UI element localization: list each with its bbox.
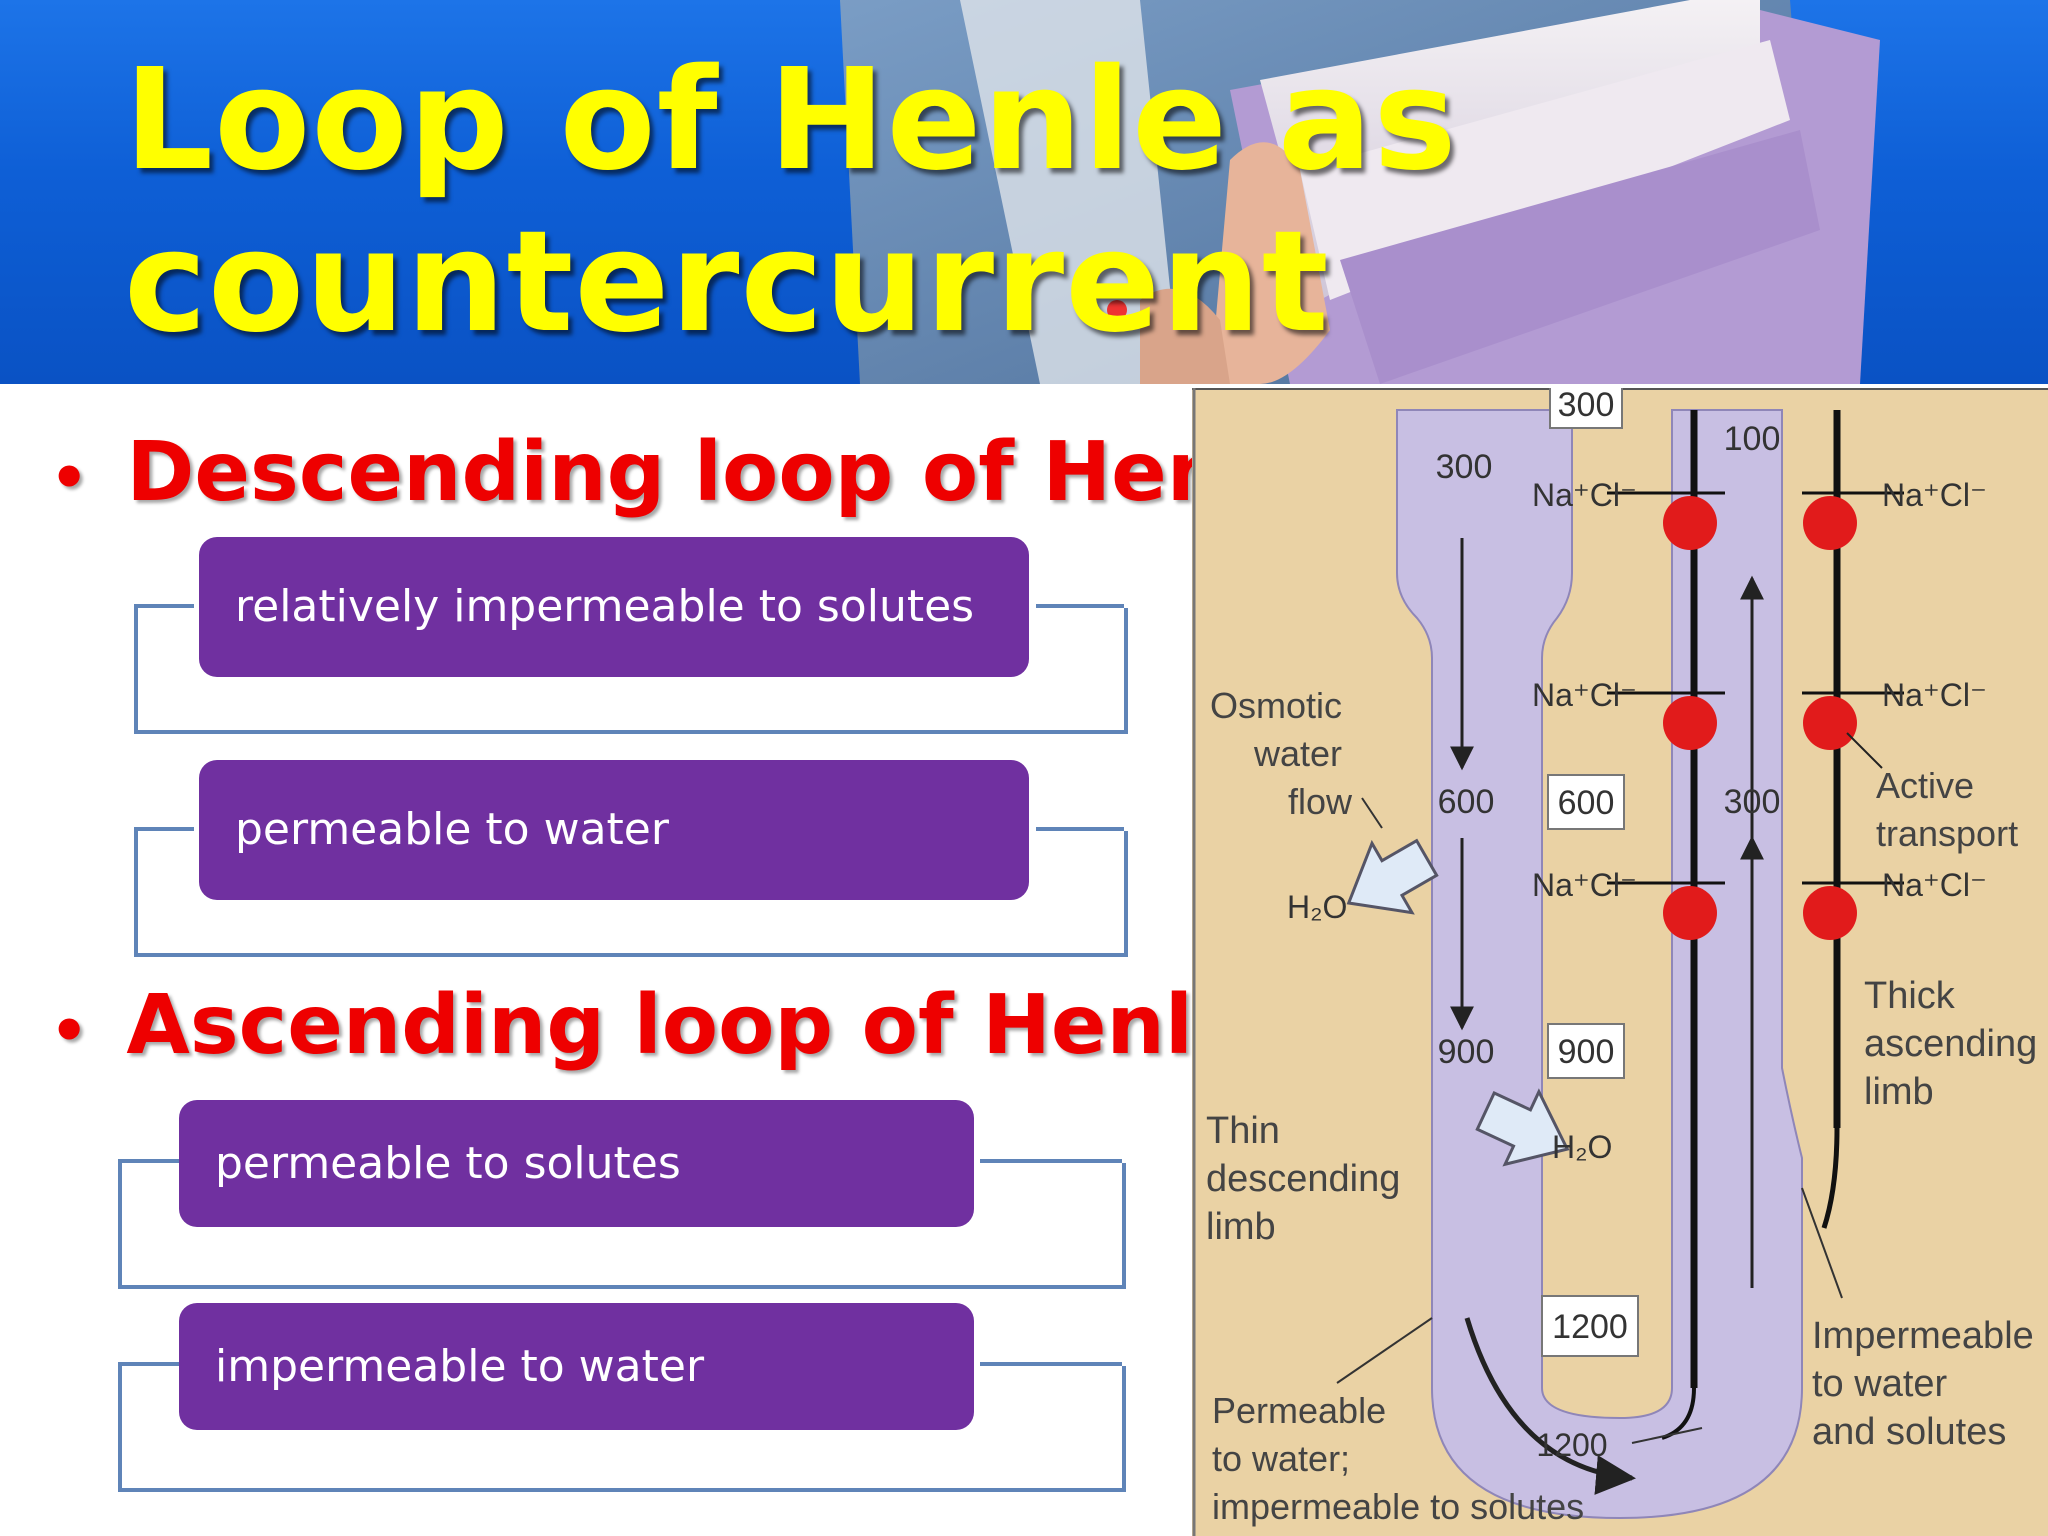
water-arrow-icon bbox=[1475, 1088, 1570, 1167]
item-box: permeable to solutes bbox=[179, 1100, 974, 1227]
item-bracket bbox=[134, 608, 1128, 734]
thick-ascending-label: Thick ascending limb bbox=[1864, 975, 2048, 1113]
impermeable-note-label: Impermeable to water and solutes bbox=[1812, 1315, 2044, 1453]
item-box: relatively impermeable to solutes bbox=[199, 537, 1029, 677]
ascending-heading-text: Ascending loop of Henle bbox=[126, 978, 1249, 1073]
slide-title: Loop of Henle as countercurrent multipli… bbox=[124, 39, 1458, 385]
top-box-value: 300 bbox=[1558, 388, 1615, 424]
pump-icon bbox=[1803, 886, 1857, 940]
asc-top-value: 100 bbox=[1724, 420, 1781, 458]
nacl-label: Na⁺Cl⁻ bbox=[1532, 477, 1637, 513]
desc-mid-value: 600 bbox=[1438, 783, 1495, 821]
loop-tube bbox=[1396, 409, 1803, 1520]
bracket-tick bbox=[118, 1362, 180, 1366]
item-text: impermeable to water bbox=[215, 1340, 705, 1392]
pump-icon bbox=[1663, 696, 1717, 750]
item-box: permeable to water bbox=[199, 760, 1029, 900]
item-bracket bbox=[118, 1366, 1126, 1492]
item-text: relatively impermeable to solutes bbox=[235, 581, 975, 632]
osmotic-flow-label: Osmotic water flow bbox=[1210, 685, 1353, 822]
bracket-tick bbox=[980, 1362, 1122, 1366]
pump-icon bbox=[1663, 886, 1717, 940]
pump-icon bbox=[1663, 496, 1717, 550]
descending-heading-text: Descending loop of Henle bbox=[126, 425, 1309, 520]
box-900-value: 900 bbox=[1558, 1033, 1615, 1071]
bracket-tick bbox=[980, 1159, 1122, 1163]
water-arrow-icon bbox=[1346, 838, 1439, 915]
bullet-icon: • bbox=[50, 995, 89, 1066]
box-600-value: 600 bbox=[1558, 784, 1615, 822]
bracket-tick bbox=[1036, 604, 1124, 608]
loop-of-henle-diagram: 300 300 100 600 300 900 600 900 1200 120… bbox=[1192, 388, 2048, 1536]
bullet-icon: • bbox=[50, 442, 89, 513]
pump-icon bbox=[1803, 496, 1857, 550]
box-1200-value: 1200 bbox=[1552, 1308, 1628, 1346]
ascending-heading: • Ascending loop of Henle bbox=[50, 978, 1249, 1073]
thin-descending-label: Thin descending limb bbox=[1206, 1110, 1411, 1248]
nacl-label: Na⁺Cl⁻ bbox=[1532, 867, 1637, 903]
nacl-label: Na⁺Cl⁻ bbox=[1532, 677, 1637, 713]
desc-top-value: 300 bbox=[1436, 448, 1493, 486]
bottom-1200-value: 1200 bbox=[1536, 1427, 1607, 1463]
bracket-tick bbox=[134, 827, 194, 831]
nacl-label: Na⁺Cl⁻ bbox=[1882, 867, 1987, 903]
header-banner: Loop of Henle as countercurrent multipli… bbox=[0, 0, 2048, 384]
item-bracket bbox=[134, 831, 1128, 957]
desc-low-value: 900 bbox=[1438, 1033, 1495, 1071]
pump-icon bbox=[1803, 696, 1857, 750]
item-box: impermeable to water bbox=[179, 1303, 974, 1430]
permeable-note-label: Permeable to water; impermeable to solut… bbox=[1212, 1390, 1584, 1527]
nacl-label: Na⁺Cl⁻ bbox=[1882, 677, 1987, 713]
active-transport-label: Active transport bbox=[1876, 765, 2018, 854]
descending-heading: • Descending loop of Henle bbox=[50, 425, 1309, 520]
bracket-tick bbox=[118, 1159, 180, 1163]
bracket-tick bbox=[1036, 827, 1124, 831]
h2o-label: H₂O bbox=[1287, 889, 1347, 925]
student-photo bbox=[840, 0, 1880, 384]
bracket-tick bbox=[134, 604, 194, 608]
item-text: permeable to solutes bbox=[215, 1137, 681, 1189]
asc-mid-value: 300 bbox=[1724, 783, 1781, 821]
nacl-label: Na⁺Cl⁻ bbox=[1882, 477, 1987, 513]
item-text: permeable to water bbox=[235, 804, 669, 855]
item-bracket bbox=[118, 1163, 1126, 1289]
h2o-label: H₂O bbox=[1552, 1129, 1612, 1165]
